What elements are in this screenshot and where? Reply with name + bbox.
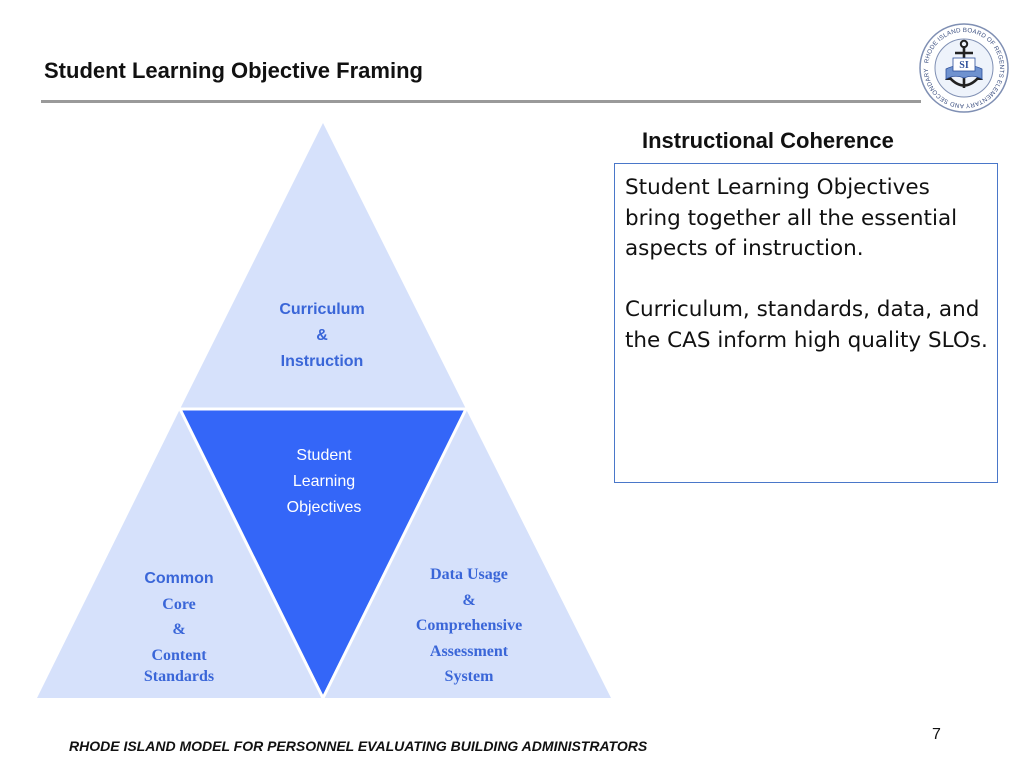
label-line: & bbox=[172, 621, 186, 638]
left-triangle bbox=[37, 409, 323, 698]
label-line: Learning bbox=[292, 473, 356, 490]
right-triangle bbox=[323, 409, 611, 698]
data-usage-assessment-label: Data Usage & Comprehensive Assessment Sy… bbox=[384, 562, 554, 690]
label-line: Content bbox=[151, 646, 207, 664]
label-line: Student bbox=[296, 447, 352, 464]
coherence-paragraph: Student Learning Objectives bring togeth… bbox=[625, 175, 958, 261]
board-of-regents-logo: RHODE ISLAND BOARD OF REGENTS ELEMENTARY… bbox=[918, 22, 1009, 113]
center-inverted-triangle bbox=[180, 409, 466, 698]
label-line: Data Usage bbox=[430, 566, 508, 583]
label-line: Comprehensive bbox=[415, 617, 523, 634]
student-learning-objectives-label: Student Learning Objectives bbox=[244, 443, 404, 521]
slide-title: Student Learning Objective Framing bbox=[44, 58, 423, 83]
label-line: Objectives bbox=[286, 499, 362, 516]
label-line: Core bbox=[162, 595, 196, 613]
top-triangle bbox=[180, 123, 466, 409]
label-line: & bbox=[462, 591, 476, 609]
triangle-divider-lines bbox=[178, 407, 469, 702]
curriculum-instruction-label: Curriculum & Instruction bbox=[237, 297, 407, 375]
label-line: Standards bbox=[143, 668, 215, 685]
title-divider bbox=[41, 100, 921, 103]
slo-triangle-diagram bbox=[37, 123, 611, 702]
label-line: Curriculum bbox=[279, 301, 365, 318]
anchor-book-seal-icon: SI bbox=[945, 39, 983, 88]
instructional-coherence-textbox: Student Learning Objectives bring togeth… bbox=[614, 163, 998, 483]
logo-initials: SI bbox=[959, 60, 969, 71]
label-line: Instruction bbox=[280, 353, 364, 370]
instructional-coherence-heading: Instructional Coherence bbox=[642, 128, 894, 153]
common-core-standards-label: Common Core & Content Standards bbox=[104, 566, 254, 686]
label-line: System bbox=[444, 668, 494, 685]
slide-footer: RHODE ISLAND MODEL FOR PERSONNEL EVALUAT… bbox=[69, 738, 648, 754]
coherence-paragraph: Curriculum, standards, data, and the CAS… bbox=[625, 297, 988, 353]
label-line: & bbox=[316, 327, 328, 344]
label-line: Common bbox=[144, 570, 214, 587]
page-number: 7 bbox=[932, 726, 941, 743]
label-line: Assessment bbox=[429, 642, 509, 660]
